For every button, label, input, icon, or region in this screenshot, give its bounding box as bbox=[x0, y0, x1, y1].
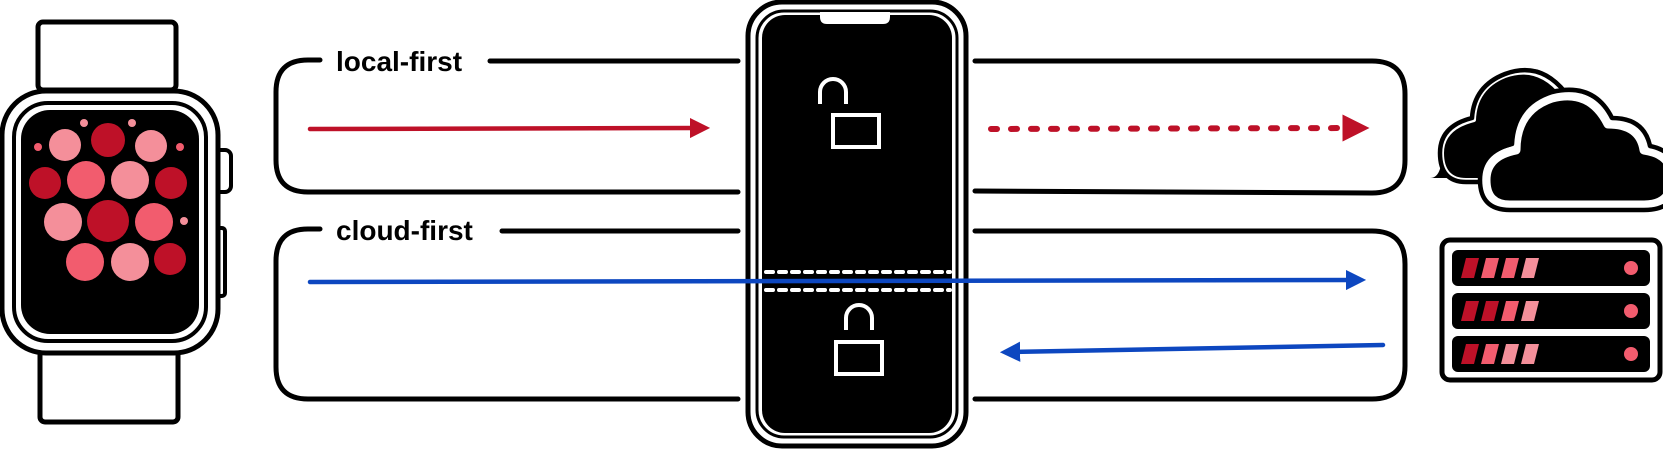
local-first-right-track bbox=[972, 58, 1408, 196]
phone-to-cloud-sync-arrow bbox=[988, 114, 1370, 142]
smartwatch-icon bbox=[0, 19, 233, 425]
cloud-icon bbox=[1416, 67, 1663, 213]
local-first-left-track bbox=[273, 57, 741, 195]
watch-app-bubbles bbox=[29, 119, 188, 281]
cloud-first-left-track bbox=[273, 226, 741, 402]
server-unit bbox=[1452, 250, 1650, 286]
local-first-arrows bbox=[307, 114, 1370, 142]
server-to-phone-arrow bbox=[999, 341, 1386, 362]
server-unit bbox=[1452, 293, 1650, 329]
server-unit bbox=[1452, 336, 1650, 372]
cloud-first-label: cloud-first bbox=[336, 215, 473, 246]
watch-to-server-arrow bbox=[307, 269, 1367, 291]
local-first-label: local-first bbox=[336, 46, 462, 77]
unlocked-padlock-icon bbox=[834, 303, 884, 376]
cloud-first-arrows bbox=[307, 269, 1386, 362]
cloud-first-right-track bbox=[972, 228, 1408, 402]
unlocked-padlock-icon bbox=[818, 77, 881, 149]
smartphone-icon bbox=[745, 0, 969, 449]
watch-to-phone-arrow bbox=[307, 117, 711, 139]
phone-divider bbox=[764, 270, 952, 292]
server-rack-icon bbox=[1439, 237, 1663, 383]
